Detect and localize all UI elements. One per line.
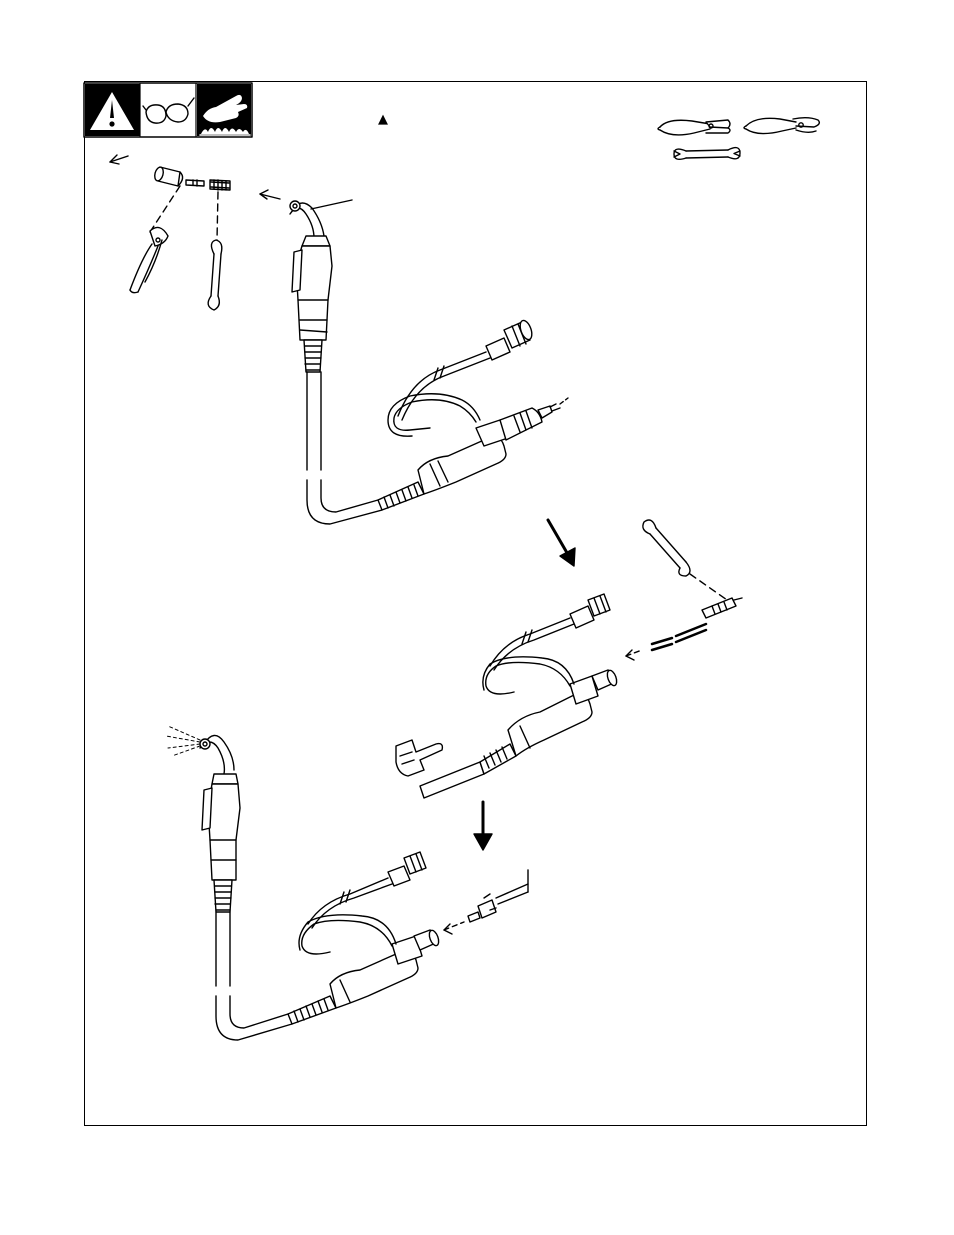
step-arrow bbox=[548, 520, 575, 566]
direction-arrow bbox=[260, 190, 280, 199]
diagonal-cutters-icon bbox=[658, 120, 730, 135]
slip-joint-pliers-icon bbox=[130, 227, 168, 292]
safety-icon-strip bbox=[84, 83, 252, 137]
hot-surface-hand-icon bbox=[197, 84, 251, 136]
nozzle-part bbox=[153, 166, 182, 186]
open-end-wrench-icon bbox=[643, 520, 690, 576]
leader-line bbox=[311, 200, 352, 209]
warning-triangle-icon bbox=[85, 84, 140, 136]
slip-joint-pliers-icon bbox=[744, 118, 819, 134]
step-arrow bbox=[474, 802, 492, 850]
marker-triangle: ▲ bbox=[378, 112, 388, 127]
adapter-part bbox=[210, 180, 230, 190]
open-end-wrench-icon bbox=[208, 240, 222, 310]
pointing-hand-icon bbox=[396, 740, 442, 776]
gun-assembly-upper bbox=[290, 201, 568, 524]
direction-arrow bbox=[110, 155, 128, 164]
contact-tip-part bbox=[186, 180, 204, 186]
air-spray-icon bbox=[166, 726, 200, 756]
open-end-wrench-icon bbox=[674, 148, 740, 160]
tools-group bbox=[658, 118, 819, 160]
